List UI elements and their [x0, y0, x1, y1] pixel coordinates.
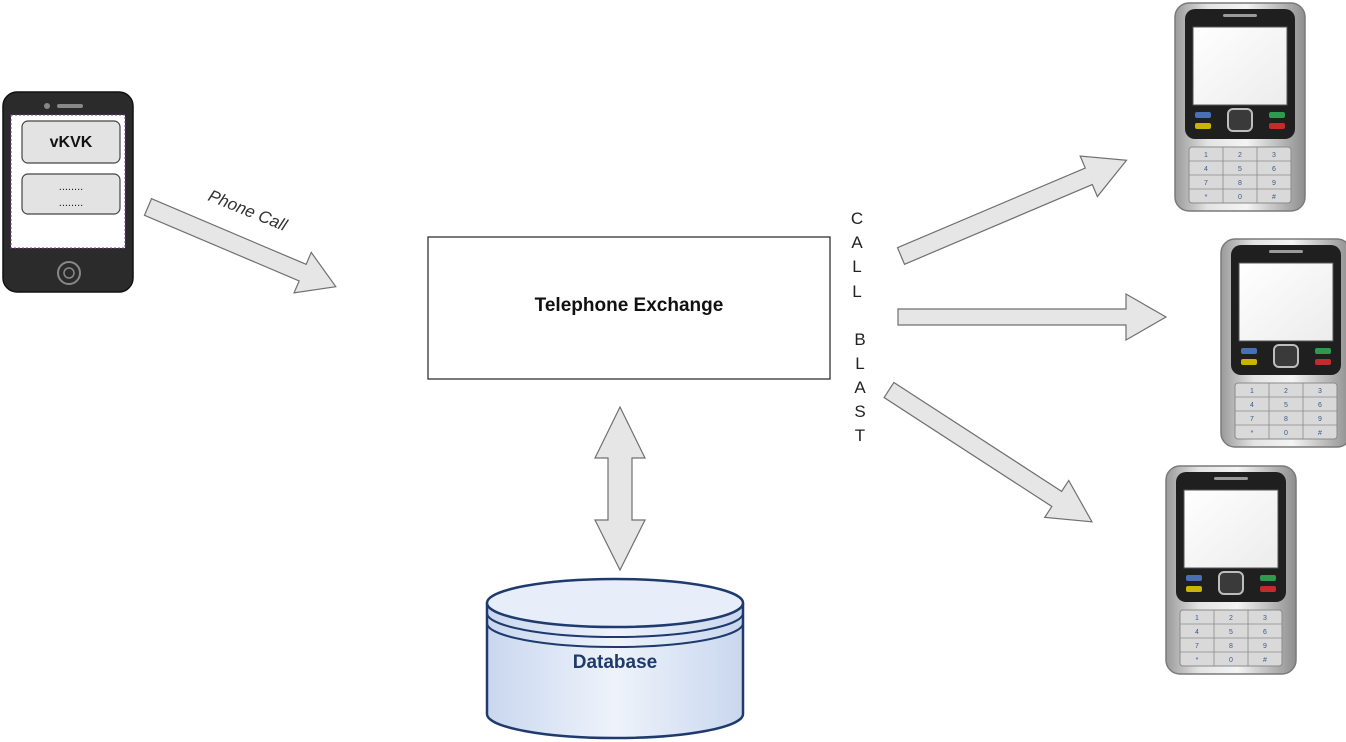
call-blast-letter: L — [852, 282, 861, 301]
keypad-key: * — [1251, 430, 1254, 437]
keypad-key: 4 — [1250, 402, 1254, 409]
telephone-exchange-label: Telephone Exchange — [535, 295, 724, 316]
app-title: vKVK — [50, 134, 93, 151]
keypad-key: 7 — [1195, 643, 1199, 650]
blast-arrow-middle — [897, 292, 1168, 342]
call-blast-label: C A L L B L A S T — [851, 209, 866, 445]
keypad-key: 9 — [1263, 643, 1267, 650]
phone-call-arrow — [143, 197, 337, 294]
keypad-key: 1 — [1195, 615, 1199, 622]
keypad-key: 2 — [1284, 388, 1288, 395]
smartphone-sender: vKVK ........ ........ — [2, 91, 134, 293]
keypad-key: 8 — [1238, 180, 1242, 187]
call-blast-letter: A — [851, 233, 863, 252]
telephone-exchange-node: Telephone Exchange — [427, 236, 831, 380]
keypad-key: * — [1205, 194, 1208, 201]
call-blast-letter: L — [852, 257, 861, 276]
keypad-key: 0 — [1229, 657, 1233, 664]
keypad-key: 2 — [1238, 152, 1242, 159]
call-blast-letter: C — [851, 209, 863, 228]
keypad-key: 5 — [1284, 402, 1288, 409]
keypad-key: 1 — [1204, 152, 1208, 159]
keypad-key: 5 — [1238, 166, 1242, 173]
keypad-key: 6 — [1272, 166, 1276, 173]
database-node: Database — [485, 577, 745, 740]
keypad-key: 0 — [1284, 430, 1288, 437]
keypad-key: 8 — [1284, 416, 1288, 423]
keypad-key: 4 — [1195, 629, 1199, 636]
keypad-key: # — [1318, 430, 1322, 437]
app-field-dots-1: ........ — [59, 181, 83, 193]
call-blast-letter: L — [855, 354, 864, 373]
call-blast-letter: T — [855, 426, 865, 445]
keypad-labels: 1 2 3 4 5 6 7 8 9 * 0 #1 2 3 4 5 6 7 8 9 * 0 #1 2 3 4 5 6 7 8 9 * 0 # — [1195, 152, 1322, 664]
keypad-key: 6 — [1263, 629, 1267, 636]
keypad-key: 6 — [1318, 402, 1322, 409]
blast-arrow-lower — [883, 381, 1094, 523]
app-field-box: ........ ........ — [21, 173, 121, 215]
keypad-key: 9 — [1318, 416, 1322, 423]
keypad-key: 3 — [1263, 615, 1267, 622]
keypad-key: 0 — [1238, 194, 1242, 201]
keypad-key: 3 — [1318, 388, 1322, 395]
call-blast-letter: A — [854, 378, 866, 397]
keypad-key: 1 — [1250, 388, 1254, 395]
blast-arrow-upper — [896, 155, 1128, 266]
keypad-key: 5 — [1229, 629, 1233, 636]
call-blast-letter: B — [854, 330, 865, 349]
keypad-key: 3 — [1272, 152, 1276, 159]
app-field-dots-2: ........ — [59, 197, 83, 209]
keypad-key: 9 — [1272, 180, 1276, 187]
app-title-box: vKVK — [21, 120, 121, 164]
keypad-key: * — [1196, 657, 1199, 664]
keypad-key: 2 — [1229, 615, 1233, 622]
database-label: Database — [573, 652, 658, 673]
keypad-key: 4 — [1204, 166, 1208, 173]
keypad-key: # — [1272, 194, 1276, 201]
exchange-database-arrow — [594, 405, 646, 572]
keypad-key: 8 — [1229, 643, 1233, 650]
keypad-key: # — [1263, 657, 1267, 664]
keypad-key: 7 — [1204, 180, 1208, 187]
call-blast-letter: S — [854, 402, 865, 421]
keypad-key: 7 — [1250, 416, 1254, 423]
